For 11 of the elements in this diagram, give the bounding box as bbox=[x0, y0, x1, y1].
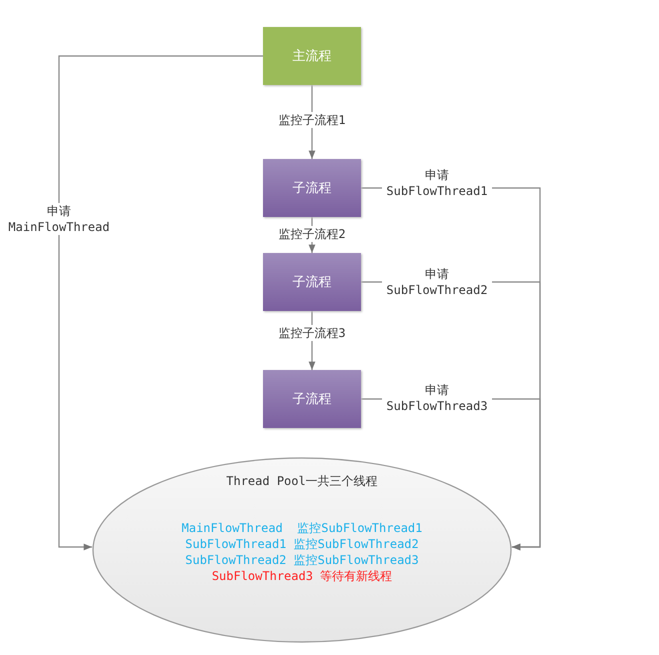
thread-line: SubFlowThread1 监控SubFlowThread2 bbox=[185, 536, 419, 552]
ellipse-node bbox=[92, 457, 512, 643]
process-box: 子流程 bbox=[263, 253, 361, 311]
process-box: 主流程 bbox=[263, 27, 361, 85]
process-box: 子流程 bbox=[263, 370, 361, 428]
process-box: 子流程 bbox=[263, 159, 361, 217]
thread-line: SubFlowThread3 等待有新线程 bbox=[212, 568, 392, 584]
ellipse-title: Thread Pool一共三个线程 bbox=[226, 473, 378, 489]
thread-line: MainFlowThread 监控SubFlowThread1 bbox=[182, 520, 422, 536]
arrow bbox=[58, 55, 263, 550]
thread-line: SubFlowThread2 监控SubFlowThread3 bbox=[185, 552, 419, 568]
